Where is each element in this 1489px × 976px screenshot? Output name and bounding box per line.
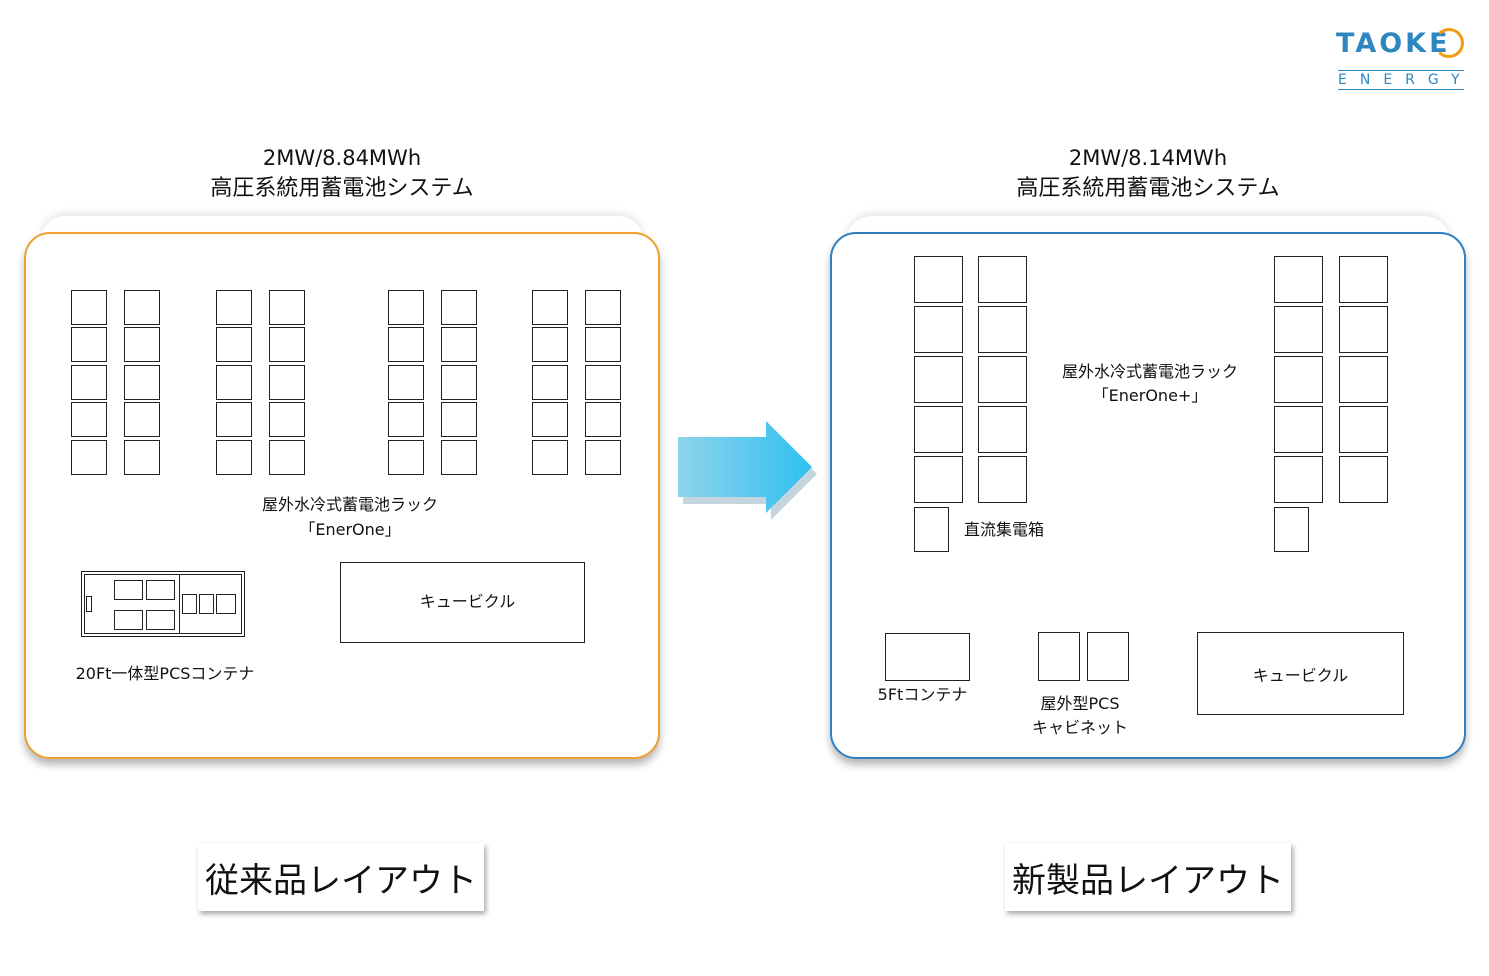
battery-rack: [978, 256, 1027, 303]
battery-rack: [388, 402, 424, 437]
battery-rack: [216, 290, 252, 325]
battery-rack: [71, 440, 107, 475]
logo-sub: ENERGY: [1338, 70, 1473, 90]
battery-rack: [1339, 306, 1388, 353]
battery-rack: [532, 402, 568, 437]
left-cubicle: [340, 562, 585, 643]
battery-rack: [1339, 406, 1388, 453]
battery-rack: [269, 440, 305, 475]
battery-rack: [532, 440, 568, 475]
battery-rack: [216, 365, 252, 400]
right-cubicle-label: キュービクル: [1252, 666, 1349, 685]
battery-rack: [216, 402, 252, 437]
battery-rack: [388, 365, 424, 400]
battery-rack: [441, 327, 477, 362]
right-rack-label: 屋外水冷式蓄電池ラック: [1061, 362, 1238, 381]
dc-combiner-label: 直流集電箱: [964, 520, 1045, 539]
battery-rack: [441, 440, 477, 475]
battery-rack: [1274, 356, 1323, 403]
battery-rack: [124, 290, 160, 325]
battery-rack: [269, 290, 305, 325]
battery-rack: [269, 327, 305, 362]
battery-rack: [124, 440, 160, 475]
dc-combiner-box: [1274, 507, 1309, 552]
battery-rack: [388, 327, 424, 362]
battery-rack: [124, 402, 160, 437]
battery-rack: [269, 365, 305, 400]
logo-ring-icon: [1434, 28, 1464, 58]
battery-rack: [978, 456, 1027, 503]
left-caption: 従来品レイアウト: [198, 843, 484, 911]
logo-brand: TAOKE: [1336, 28, 1451, 59]
pcs-cabinet-label-2: キャビネット: [1031, 718, 1128, 737]
battery-rack: [1339, 356, 1388, 403]
battery-rack: [585, 402, 621, 437]
battery-rack: [388, 290, 424, 325]
battery-rack: [532, 290, 568, 325]
left-rack-model: 「EnerOne」: [299, 520, 401, 539]
battery-rack: [71, 327, 107, 362]
battery-rack: [914, 456, 963, 503]
pcs-cabinet-label-1: 屋外型PCS: [1040, 694, 1120, 713]
battery-rack: [1339, 456, 1388, 503]
left-capacity: 2MW/8.84MWh: [262, 146, 422, 170]
pcs-cabinet: [1087, 632, 1129, 681]
battery-rack: [441, 402, 477, 437]
logo: TAOKE ENERGY: [1336, 26, 1466, 96]
battery-rack: [124, 365, 160, 400]
battery-rack: [71, 402, 107, 437]
battery-rack: [978, 306, 1027, 353]
left-rack-label: 屋外水冷式蓄電池ラック: [261, 495, 438, 514]
right-system-title: 高圧系統用蓄電池システム: [1016, 176, 1280, 201]
battery-rack: [1274, 256, 1323, 303]
battery-rack: [216, 440, 252, 475]
battery-rack: [1274, 456, 1323, 503]
battery-rack: [585, 440, 621, 475]
container-5ft-label: 5Ftコンテナ: [877, 685, 968, 704]
battery-rack: [978, 356, 1027, 403]
left-cubicle-label: キュービクル: [419, 592, 516, 611]
pcs-container-20ft: [81, 571, 245, 637]
right-rack-model: 「EnerOne+」: [1092, 386, 1208, 405]
dc-combiner-box: [914, 507, 949, 552]
container-5ft: [885, 633, 970, 681]
right-cubicle: [1197, 632, 1404, 715]
battery-rack: [441, 365, 477, 400]
battery-rack: [532, 327, 568, 362]
battery-rack: [441, 290, 477, 325]
battery-rack: [914, 306, 963, 353]
battery-rack: [124, 327, 160, 362]
battery-rack: [71, 365, 107, 400]
battery-rack: [585, 327, 621, 362]
left-pcs-label: 20Ft一体型PCSコンテナ: [75, 664, 255, 683]
battery-rack: [585, 290, 621, 325]
right-capacity: 2MW/8.14MWh: [1068, 146, 1228, 170]
battery-rack: [269, 402, 305, 437]
right-caption: 新製品レイアウト: [1005, 843, 1291, 911]
battery-rack: [978, 406, 1027, 453]
pcs-cabinet: [1038, 632, 1080, 681]
battery-rack: [914, 406, 963, 453]
battery-rack: [1274, 406, 1323, 453]
battery-rack: [914, 256, 963, 303]
battery-rack: [216, 327, 252, 362]
left-system-title: 高圧系統用蓄電池システム: [210, 176, 474, 201]
battery-rack: [585, 365, 621, 400]
battery-rack: [1274, 306, 1323, 353]
battery-rack: [914, 356, 963, 403]
battery-rack: [71, 290, 107, 325]
battery-rack: [388, 440, 424, 475]
battery-rack: [1339, 256, 1388, 303]
battery-rack: [532, 365, 568, 400]
